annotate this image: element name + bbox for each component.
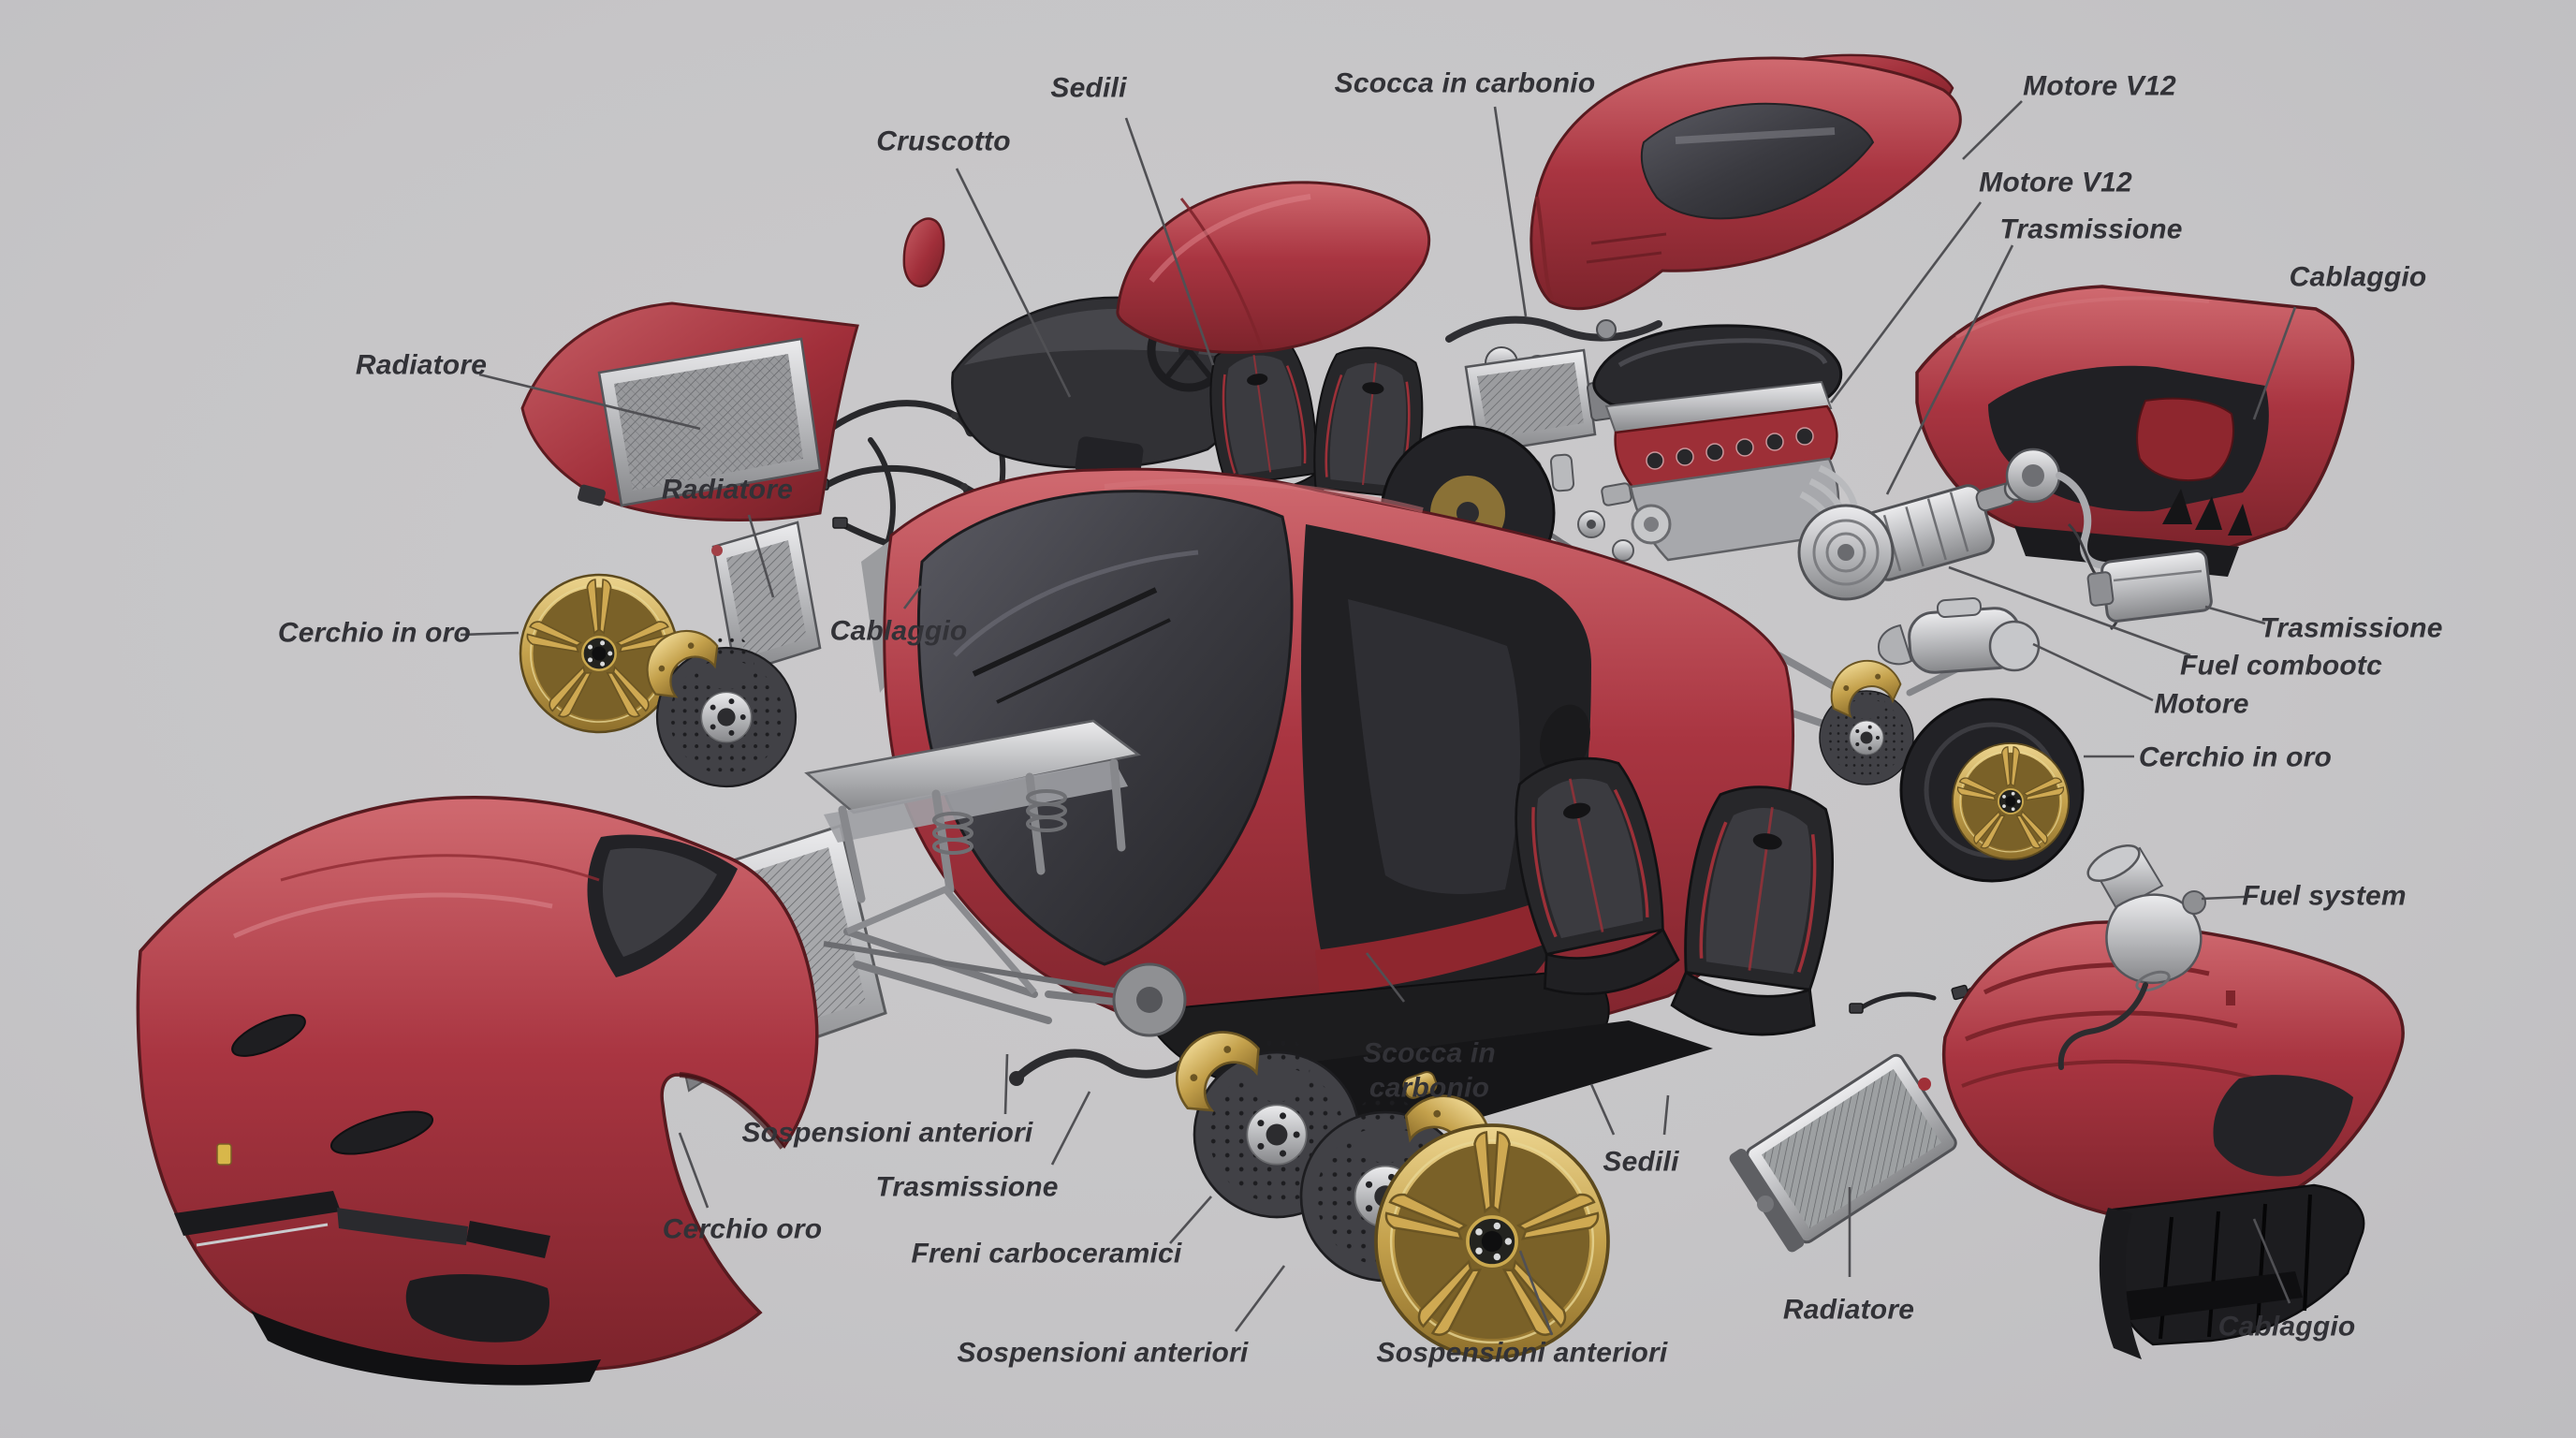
v12-engine (1592, 324, 1861, 562)
leader-line-sospensioni-anteriori-3 (1518, 1250, 1554, 1336)
leader-line-cerchio-oro (678, 1132, 710, 1209)
roof-panel (1116, 181, 1431, 354)
front-subframe (804, 719, 1194, 1086)
carbon-brake-discs (1156, 1012, 1510, 1283)
leader-line-cablaggio-topright (2252, 306, 2297, 420)
front-clamshell (136, 795, 819, 1386)
leader-line-motore-v12-right (1829, 201, 1983, 404)
gold-wheel-right-tire (1899, 697, 2085, 883)
leader-line-trasmissione-right (2204, 605, 2266, 625)
leader-lines (460, 100, 2297, 1336)
leader-line-radiatore-left-2 (747, 514, 775, 598)
leader-line-sedili-bottom (1589, 1083, 1616, 1136)
leader-line-cruscotto (955, 168, 1072, 398)
rear-deck (1530, 56, 1962, 311)
leader-line-motore-right (2032, 642, 2154, 702)
leader-line-sospensioni-anteriori-2 (1234, 1265, 1286, 1332)
leader-line-cerchio-in-oro-left (460, 631, 520, 637)
leader-line-trasmissione-topright (1885, 244, 2014, 495)
leader-line-cablaggio-center (902, 585, 923, 609)
shift-boot (902, 217, 945, 287)
leader-line-cablaggio-bottomright (2252, 1218, 2291, 1304)
leader-line-fuel-system (2201, 895, 2246, 901)
leader-line-sedili-bottom (1662, 1094, 1670, 1136)
gold-wheel-center (1376, 1125, 1608, 1357)
fuel-filler (2057, 844, 2206, 1070)
leader-line-motore-v12-top (1962, 100, 2023, 160)
leader-line-sospensioni-anteriori-1 (1003, 1053, 1009, 1115)
leader-line-scocca-carbonio-top (1493, 106, 1528, 317)
leader-line-scocca-carbonio-center (1365, 952, 1406, 1003)
radiator-rear (1729, 1053, 1957, 1253)
side-panel-radiator (520, 301, 859, 521)
accessory-boxes (1878, 550, 2213, 674)
leader-line-freni-carboceramici (1169, 1196, 1212, 1244)
intercooler-radiator (1464, 348, 1617, 455)
gearbox (1797, 476, 2029, 601)
leader-line-sedili-top (1124, 117, 1215, 366)
leader-line-trasmissione-center (1050, 1091, 1091, 1166)
rear-bumper-lower (1941, 920, 2405, 1359)
leader-line-radiatore-left-1 (478, 373, 701, 431)
radiator-small (711, 521, 822, 687)
leader-line-fuel-combootc (1948, 565, 2191, 657)
